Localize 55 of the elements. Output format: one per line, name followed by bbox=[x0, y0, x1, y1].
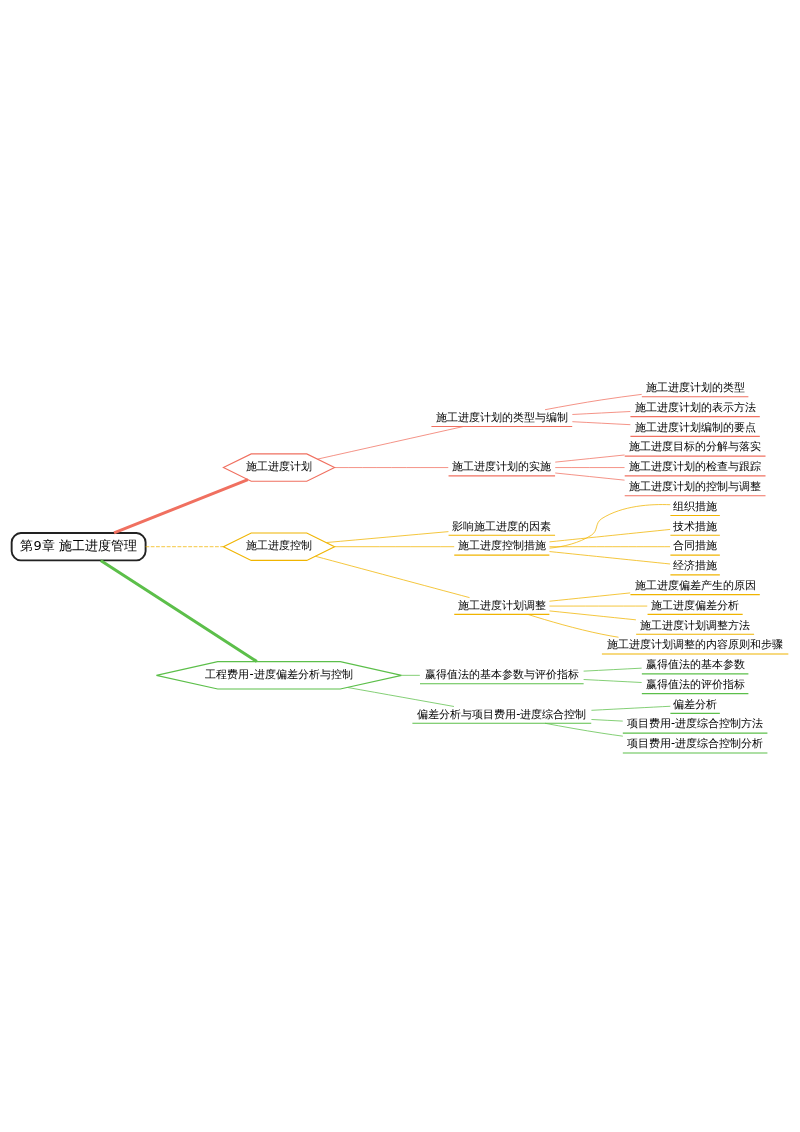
node-text: 技术措施 bbox=[673, 518, 718, 533]
node-text: 项目费用-进度综合控制分析 bbox=[627, 735, 764, 750]
node-text: 赢得值法的评价指标 bbox=[645, 676, 745, 691]
connector bbox=[334, 545, 455, 547]
connector bbox=[549, 550, 671, 564]
connector bbox=[113, 477, 249, 534]
node-text: 施工进度计划的类型与编制 bbox=[435, 409, 568, 424]
connector bbox=[317, 425, 464, 459]
node-text: 施工进度计划的表示方法 bbox=[634, 399, 756, 414]
connector bbox=[571, 420, 631, 425]
connector bbox=[314, 555, 470, 598]
node-box: 第9章 施工进度管理 bbox=[10, 531, 147, 561]
connector bbox=[527, 613, 619, 638]
node-text: 施工进度计划的控制与调整 bbox=[629, 478, 762, 493]
connector bbox=[571, 410, 631, 415]
node-text: 施工进度计划的类型 bbox=[645, 379, 745, 394]
connector bbox=[554, 454, 625, 462]
connector bbox=[549, 610, 637, 620]
node-text: 施工进度计划调整 bbox=[457, 597, 546, 612]
node-text: 施工进度计划编制的要点 bbox=[634, 419, 756, 434]
node-text: 施工进度偏差产生的原因 bbox=[634, 577, 756, 592]
connector bbox=[554, 466, 625, 468]
connector bbox=[554, 472, 625, 481]
node-text: 项目费用-进度综合控制方法 bbox=[627, 715, 764, 730]
connector bbox=[549, 528, 671, 542]
node-text: 施工进度计划的检查与跟踪 bbox=[629, 458, 762, 473]
connector bbox=[99, 558, 258, 663]
connector bbox=[347, 686, 455, 707]
node-text: 经济措施 bbox=[673, 557, 718, 572]
node-text: 组织措施 bbox=[673, 498, 718, 513]
node-text: 赢得值法的基本参数 bbox=[645, 656, 745, 671]
connector bbox=[544, 393, 643, 410]
node-text: 施工进度计划调整方法 bbox=[640, 617, 751, 632]
node-text: 施工进度计划调整的内容原则和步骤 bbox=[607, 636, 784, 651]
node-text: 影响施工进度的因素 bbox=[452, 518, 552, 533]
connector bbox=[549, 503, 671, 549]
connector bbox=[591, 718, 624, 721]
node-text: 偏差分析与项目费用-进度综合控制 bbox=[417, 706, 587, 721]
node-text: 施工进度计划的实施 bbox=[452, 458, 552, 473]
connector bbox=[583, 667, 643, 672]
connector bbox=[326, 530, 449, 543]
connector bbox=[583, 678, 643, 683]
node-text: 施工进度控制措施 bbox=[457, 537, 546, 552]
node-text: 偏差分析 bbox=[673, 696, 718, 711]
node-text: 合同措施 bbox=[673, 537, 718, 552]
connector bbox=[544, 722, 624, 737]
node-text: 施工进度偏差分析 bbox=[651, 597, 740, 612]
connector bbox=[401, 674, 421, 676]
connector bbox=[334, 466, 449, 468]
connector bbox=[591, 705, 671, 711]
node-text: 赢得值法的基本参数与评价指标 bbox=[424, 666, 579, 681]
connector bbox=[549, 545, 671, 547]
node-text: 施工进度目标的分解与落实 bbox=[629, 438, 762, 453]
connector bbox=[549, 592, 631, 602]
connector bbox=[145, 545, 224, 547]
